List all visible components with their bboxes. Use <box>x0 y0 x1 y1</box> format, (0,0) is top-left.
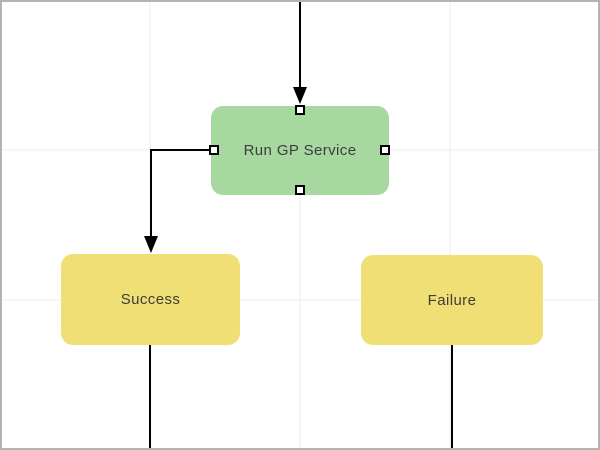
connector-top-to-run-gp-service[interactable] <box>293 2 307 104</box>
node-label: Run GP Service <box>243 142 357 159</box>
arrowhead-icon <box>144 236 158 253</box>
node-run-gp-service[interactable]: Run GP Service <box>209 105 390 195</box>
node-failure[interactable]: Failure <box>361 255 543 345</box>
connection-handle-top-icon[interactable] <box>295 105 305 115</box>
node-success[interactable]: Success <box>61 254 240 345</box>
connector-run-gp-service-to-success[interactable] <box>144 149 211 253</box>
connection-handle-bottom-icon[interactable] <box>295 185 305 195</box>
node-label: Success <box>120 291 181 308</box>
arrowhead-icon <box>293 87 307 104</box>
node-label: Failure <box>427 291 477 309</box>
connection-handle-right-icon[interactable] <box>380 145 390 155</box>
connection-handle-left-icon[interactable] <box>209 145 219 155</box>
